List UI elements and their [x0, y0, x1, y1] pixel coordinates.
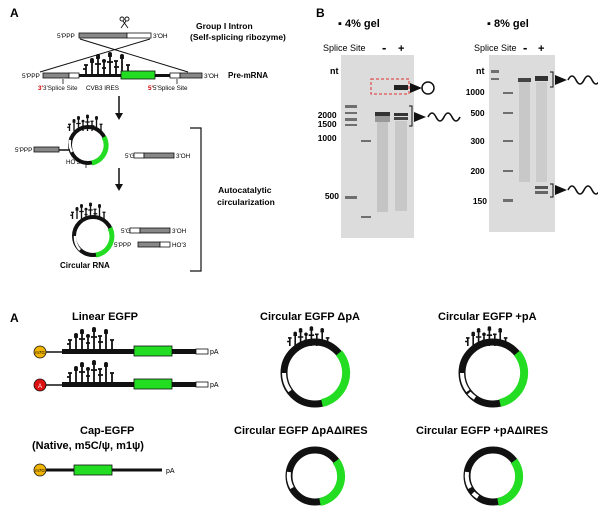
circular-rna-diagram — [69, 201, 115, 258]
panel-label-b: B — [316, 6, 325, 20]
auto-circularization-label: Autocatalytic circularization — [217, 185, 275, 207]
panel-label-a: A — [10, 6, 19, 20]
gel8-title: ▪ 8% gel — [487, 18, 529, 30]
premrna-intron-left — [42, 72, 70, 79]
svg-text:pA: pA — [210, 382, 219, 389]
end-5ppp-top: 5'PPP — [57, 33, 75, 40]
linear-egfp-construct-a: A pA — [33, 359, 219, 392]
gel8-ladder-labels: 1000 500 300 200 150 — [466, 87, 488, 206]
end-5ppp-premrna: 5'PPP — [22, 73, 40, 80]
gel4-unit: nt — [330, 66, 339, 76]
arrow-down-1 — [115, 113, 123, 120]
end-5g-intermediate: 5'G — [125, 153, 135, 160]
premrna-intron-right — [179, 72, 203, 79]
circ-egfp-pa-dires-title: Circular EGFP +pAΔIRES — [416, 425, 548, 437]
gel4-linear-squiggle-icon — [427, 112, 461, 122]
splice-site-3-label: 3'3'Splice Site — [38, 85, 78, 92]
linear-egfp-title: Linear EGFP — [72, 311, 138, 323]
gel4-title: ▪ 4% gel — [338, 18, 380, 30]
panel-a-bottom: A Linear EGFP m7G pA A pA Cap-EGFP (Nati… — [10, 311, 548, 506]
group-intron-label: Group I Intron (Self-splicing ribozyme) — [190, 21, 286, 42]
gel8-splice-site-label: Splice Site — [474, 43, 517, 53]
egfp-box-premrna — [120, 70, 156, 80]
gel8-minus-lane — [518, 78, 531, 182]
gel4-circle-icon — [421, 81, 435, 95]
gel8-minus-label: - — [523, 40, 527, 55]
gel8-plus-label: + — [538, 43, 544, 55]
end-5g-product: 5'G — [121, 228, 131, 235]
end-3oh-intermediate: 3'OH — [176, 153, 191, 160]
premrna-label: Pre-mRNA — [228, 71, 268, 80]
cap-egfp-construct: m7G pA — [33, 463, 175, 477]
intron-fragment-5 — [126, 32, 152, 39]
gel4-minus-label: - — [382, 40, 386, 55]
gel8-linear-squiggle-icon-top — [567, 75, 598, 85]
gel4-ladder-lane — [345, 105, 371, 218]
linear-egfp-construct-cap: m7G pA — [33, 326, 219, 359]
cap-egfp-subtitle: (Native, m5C/ψ, m1ψ) — [32, 440, 144, 452]
cap-egfp-title: Cap-EGFP — [80, 425, 134, 437]
end-ho3-intermediate: HO'3 — [66, 159, 81, 166]
gel8-plus-lane — [535, 76, 548, 194]
intron-fragment-3 — [78, 32, 128, 39]
end-3oh-top: 3'OH — [153, 33, 168, 40]
auto-circularization-bracket — [190, 127, 202, 272]
splice-site-5-label: 5'5'Splice Site — [148, 85, 188, 92]
circ-egfp-dpa-title: Circular EGFP ΔpA — [260, 311, 360, 323]
svg-text:pA: pA — [166, 468, 175, 475]
svg-text:m7G: m7G — [35, 468, 45, 473]
circ-egfp-dpa-diagram — [280, 325, 351, 408]
circular-rna-label: Circular RNA — [60, 261, 110, 270]
gel4-linear-arrow — [414, 112, 426, 122]
end-3oh-product: 3'OH — [172, 228, 187, 235]
gel4-circular-band-box — [370, 78, 410, 95]
intermediate-circle — [66, 113, 109, 166]
circ-egfp-pa-title: Circular EGFP +pA — [438, 311, 537, 323]
gel4-plus-label: + — [398, 43, 404, 55]
gel8-linear-squiggle-icon-bottom — [567, 185, 598, 195]
circ-egfp-pa-dires-diagram — [463, 446, 524, 506]
panel-b: B ▪ 4% gel Splice Site - + nt — [316, 6, 598, 238]
gel4-ladder-labels: 2000 1500 1000 500 — [318, 110, 340, 201]
gel4-plus-lane — [394, 85, 408, 211]
gel8-ladder-lane — [491, 70, 513, 202]
panel-a-top: A 5'PPP 3'OH Group I Intron (Self-splici… — [10, 6, 286, 272]
svg-text:m7G: m7G — [35, 350, 45, 355]
circ-egfp-pa-diagram — [458, 325, 529, 408]
end-5ppp-intermediate: 5'PPP — [15, 147, 32, 154]
gel4-circ-arrow — [410, 83, 422, 93]
circ-egfp-dpa-dires-title: Circular EGFP ΔpAΔIRES — [234, 425, 368, 437]
gel8-unit: nt — [476, 66, 485, 76]
end-3oh-premrna: 3'OH — [204, 73, 219, 80]
svg-text:pA: pA — [210, 349, 219, 356]
gel4-splice-site-label: Splice Site — [323, 43, 366, 53]
svg-text:A: A — [38, 384, 42, 390]
gel8-linear-arrow-top — [555, 75, 567, 85]
scissors-icon — [119, 16, 130, 29]
circ-egfp-dpa-dires-diagram — [285, 446, 346, 506]
arrow-down-2 — [115, 184, 123, 191]
ires-label: CVB3 IRES — [86, 85, 119, 92]
end-ho3-product: HO'3 — [172, 242, 187, 249]
panel-label-a-bottom: A — [10, 311, 19, 325]
gel4-minus-lane — [375, 112, 390, 212]
gel8-linear-arrow-bottom — [555, 185, 567, 195]
end-5ppp-product: 5'PPP — [114, 242, 131, 249]
permutation-cross-lines — [39, 38, 189, 73]
